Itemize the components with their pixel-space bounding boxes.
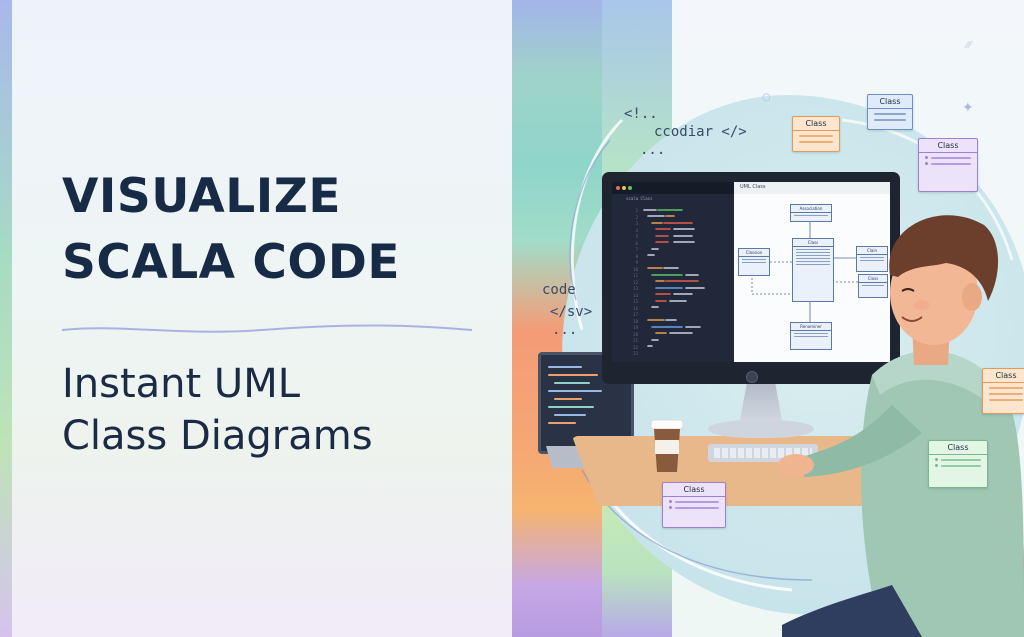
- monitor-power-button: [746, 371, 758, 383]
- wavy-divider: [62, 324, 472, 333]
- line-number: 21: [633, 338, 638, 343]
- floating-code-4: code: [542, 282, 576, 298]
- code-lines: [643, 209, 705, 347]
- window-minimize-dot: [622, 186, 626, 190]
- illustration-panel: ✦ ○ ⁄⁄⁄ <!.. ccodiar </> ... code </sv> …: [512, 0, 1024, 637]
- line-number: 13: [633, 286, 638, 291]
- line-number: 8: [635, 253, 638, 259]
- floating-code-3: ...: [640, 142, 666, 158]
- line-number: 7: [635, 247, 638, 252]
- monitor-stand-base: [708, 420, 814, 438]
- uml-class-card: Class: [982, 368, 1024, 414]
- window-maximize-dot: [628, 186, 632, 190]
- line-number: 12: [633, 279, 638, 285]
- uml-class-card: Class: [918, 138, 978, 192]
- headline: VISUALIZE SCALA CODE: [62, 164, 400, 296]
- coffee-cup-icon: [650, 419, 684, 472]
- line-number: 20: [633, 331, 638, 337]
- floating-code-2: ccodiar </>: [654, 124, 747, 140]
- sparkle-icon: ○: [762, 92, 771, 103]
- diagram-node: Classion: [738, 248, 770, 276]
- diagram-node: Class: [792, 238, 834, 302]
- hero-text-panel: VISUALIZE SCALA CODE Instant UML Class D…: [0, 0, 512, 637]
- monitor-stand: [739, 384, 783, 424]
- window-close-dot: [616, 186, 620, 190]
- developer-illustration: [778, 215, 1024, 637]
- keyboard-keys: [714, 448, 812, 458]
- line-number: 15: [633, 299, 638, 304]
- floating-code-5: </sv>: [550, 304, 593, 320]
- line-number: 23: [633, 351, 638, 356]
- uml-class-card: Class: [928, 440, 988, 488]
- line-number: 17: [633, 312, 638, 317]
- line-number: 10: [633, 266, 638, 272]
- line-number: 5: [635, 234, 638, 239]
- sparkle-icon: ⁄⁄⁄: [966, 40, 972, 51]
- floating-code-1: <!..: [624, 106, 658, 122]
- floating-code-6: ...: [552, 322, 578, 338]
- diagram-tab: UML Class: [740, 184, 766, 190]
- subheadline-line-1: Instant UML: [62, 361, 301, 407]
- editor-tab: scala Class: [626, 196, 653, 201]
- diagram-node: Clain: [856, 246, 888, 272]
- line-number: 3: [635, 221, 638, 226]
- line-number: 22: [633, 344, 638, 350]
- uml-class-card: Class: [662, 482, 726, 528]
- line-number: 1: [635, 208, 638, 213]
- subheadline: Instant UML Class Diagrams: [62, 358, 373, 462]
- uml-diagram-pane: UML Class Association Clas: [734, 182, 890, 362]
- line-number: 4: [635, 227, 638, 233]
- diagram-tabbar: UML Class: [734, 182, 890, 194]
- subheadline-line-2: Class Diagrams: [62, 413, 373, 459]
- line-number: 16: [633, 305, 638, 311]
- uml-class-card: Class: [867, 94, 913, 130]
- line-number: 2: [635, 214, 638, 220]
- diagram-node: Renominer: [790, 322, 832, 350]
- diagram-connectors: [751, 220, 858, 322]
- diagram-node: Association: [790, 204, 832, 222]
- sparkle-icon: ✦: [962, 100, 974, 116]
- uml-class-card: Class: [792, 116, 840, 152]
- line-number: 6: [635, 240, 638, 246]
- headline-line-2: SCALA CODE: [62, 235, 400, 290]
- line-number: 11: [633, 273, 638, 278]
- editor-titlebar: [612, 182, 734, 194]
- line-number: 18: [633, 318, 638, 324]
- line-number: 9: [635, 260, 638, 265]
- line-number: 14: [633, 292, 638, 298]
- diagram-node: Class: [858, 274, 888, 298]
- line-number: 19: [633, 325, 638, 330]
- gradient-edge-strip: [0, 0, 12, 637]
- headline-line-1: VISUALIZE: [62, 169, 341, 224]
